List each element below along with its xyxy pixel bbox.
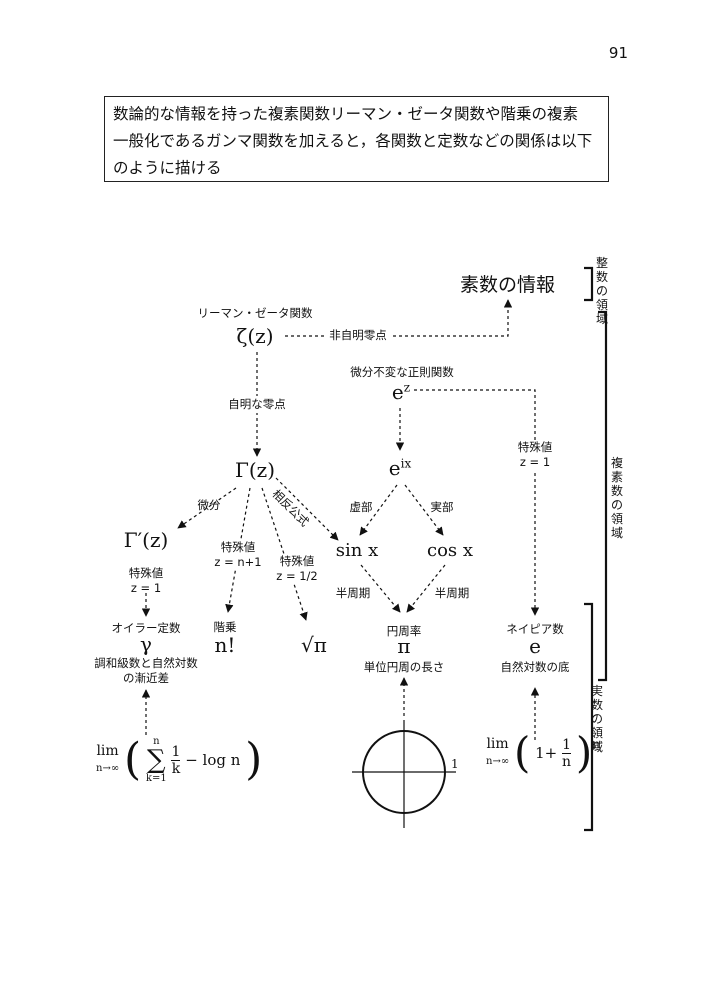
intro-line-3: のように描ける bbox=[113, 159, 222, 177]
region-integer: 整数の領域 bbox=[595, 256, 608, 326]
special-value-text: 特殊値 bbox=[517, 440, 553, 454]
derivative-label: 微分 bbox=[197, 498, 221, 512]
page-number: 91 bbox=[608, 44, 628, 62]
intro-line-1: 数論的な情報を持った複素関数リーマン・ゼータ関数や階乗の複素 bbox=[113, 105, 579, 123]
trivial-zeros-label: 自明な零点 bbox=[228, 396, 286, 413]
gp-special-text: 特殊値 bbox=[128, 566, 164, 580]
factorial-title: 階乗 bbox=[213, 620, 237, 634]
special-n1-label: 特殊値 z = n+1 bbox=[214, 540, 262, 570]
region-complex: 複素数の領域 bbox=[610, 456, 623, 540]
ez-title: 微分不変な正則関数 bbox=[350, 365, 454, 379]
imag-part-label: 虚部 bbox=[349, 500, 373, 514]
pi-title: 円周率 bbox=[386, 624, 422, 638]
cos-function: cos x bbox=[426, 540, 474, 561]
circle-radius-label: 1 bbox=[451, 757, 459, 771]
napier-e: e bbox=[529, 634, 541, 658]
gp-special-z: z = 1 bbox=[130, 581, 162, 595]
eix-symbol: eix bbox=[388, 456, 412, 480]
zeta-symbol: ζ(z) bbox=[236, 324, 274, 348]
pi-desc: 単位円周の長さ bbox=[363, 660, 445, 674]
sin-function: sin x bbox=[335, 540, 379, 561]
special-half-z: z = 1/2 bbox=[276, 569, 318, 583]
gamma-prime: Γ′(z) bbox=[123, 528, 169, 552]
euler-gamma: γ bbox=[140, 632, 152, 656]
ez-symbol: ez bbox=[391, 380, 411, 404]
special-half-label: 特殊値 z = 1/2 bbox=[276, 554, 318, 584]
intro-box: 数論的な情報を持った複素関数リーマン・ゼータ関数や階乗の複素 一般化であるガンマ… bbox=[104, 96, 609, 182]
region-real: 実数の領域 bbox=[590, 684, 603, 754]
napier-title: ネイピア数 bbox=[506, 622, 564, 636]
euler-desc-2: の漸近差 bbox=[123, 671, 169, 685]
zeta-title: リーマン・ゼータ関数 bbox=[197, 306, 313, 320]
special-value-label: 特殊値 z = 1 bbox=[517, 440, 553, 470]
half-period-right: 半周期 bbox=[434, 586, 470, 600]
intro-line-2: 一般化であるガンマ関数を加えると，各関数と定数などの関係は以下 bbox=[113, 132, 593, 150]
gamma-function: Γ(z) bbox=[234, 458, 276, 482]
half-period-left: 半周期 bbox=[335, 586, 371, 600]
euler-desc-1: 調和級数と自然対数 bbox=[94, 656, 198, 670]
special-n1-z: z = n+1 bbox=[214, 555, 262, 569]
special-half-text: 特殊値 bbox=[279, 554, 315, 568]
factorial: n! bbox=[214, 633, 236, 657]
gp-special-label: 特殊値 z = 1 bbox=[129, 566, 164, 596]
euler-const-title: オイラー定数 bbox=[111, 621, 181, 635]
sqrt-pi: √π bbox=[301, 633, 327, 657]
napier-desc: 自然対数の底 bbox=[500, 660, 570, 674]
special-value-z: z = 1 bbox=[519, 455, 551, 469]
pi-symbol: π bbox=[397, 634, 411, 658]
special-n1-text: 特殊値 bbox=[220, 540, 256, 554]
prime-info: 素数の情報 bbox=[460, 274, 556, 296]
real-part-label: 実部 bbox=[430, 500, 454, 514]
nontrivial-zeros-label: 非自明零点 bbox=[326, 328, 390, 343]
